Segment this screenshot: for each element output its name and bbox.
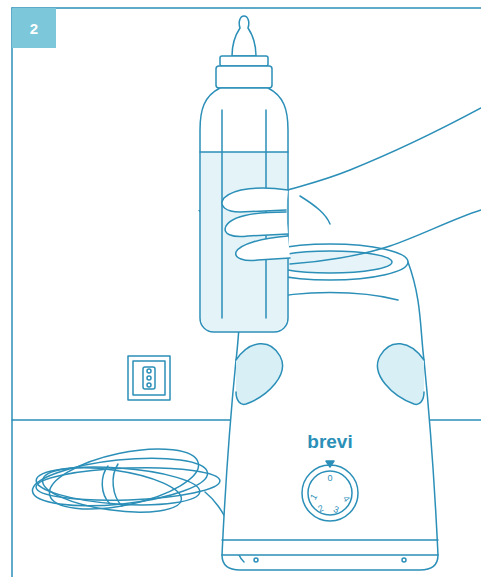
frame-line: [11, 8, 13, 577]
hand: [222, 108, 481, 264]
power-cord: [30, 438, 244, 562]
wall-outlet: [128, 356, 170, 400]
step-number: 2: [30, 20, 38, 37]
frame-line: [12, 7, 481, 9]
dial-setting: 0: [327, 474, 332, 483]
baby-bottle: [200, 16, 288, 332]
brand-logo: brevi: [307, 432, 352, 451]
step-number-box: 2: [12, 8, 56, 48]
